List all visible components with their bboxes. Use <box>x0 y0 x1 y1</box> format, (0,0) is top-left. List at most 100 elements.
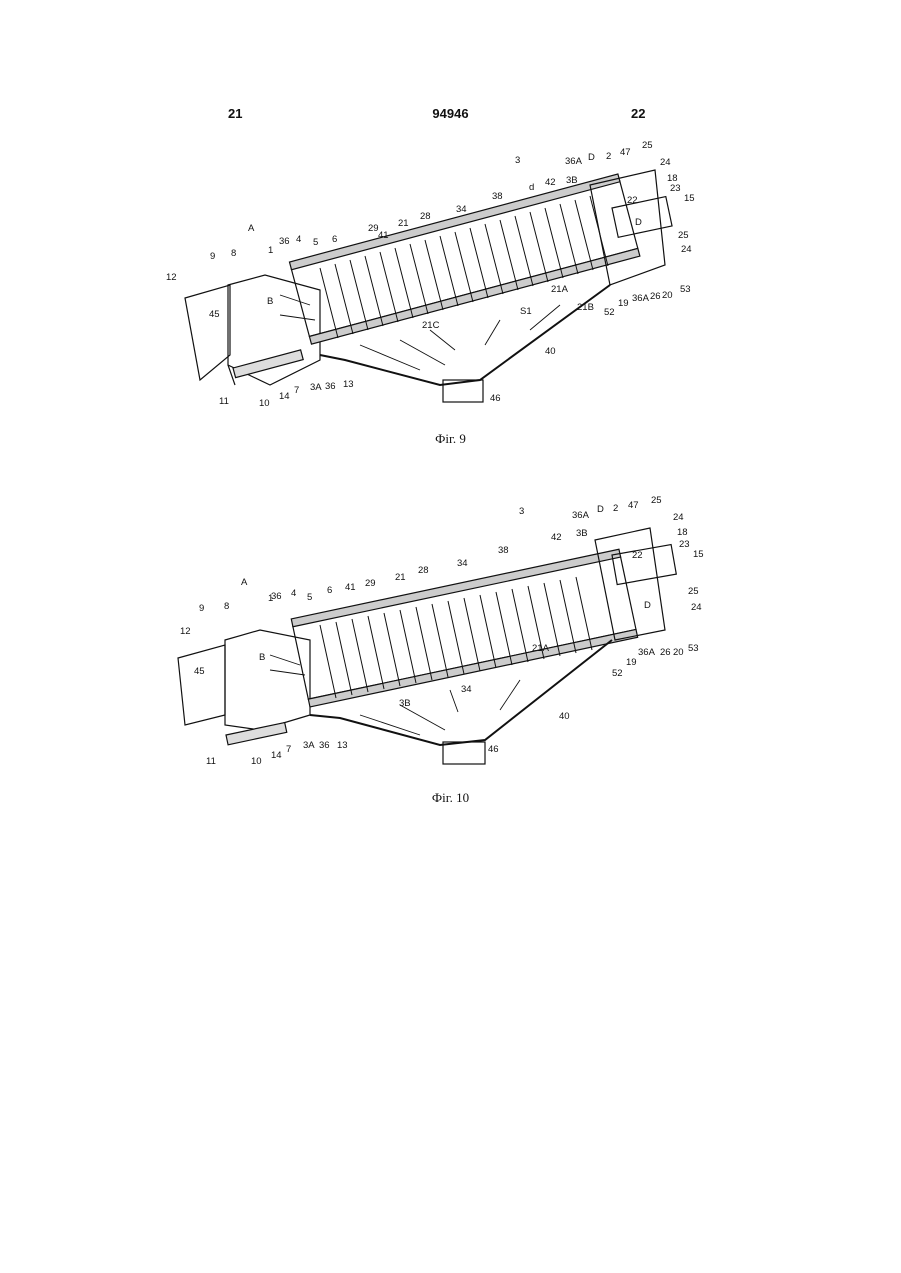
reference-numeral: 38 <box>498 545 509 556</box>
reference-numeral: 36A <box>638 647 656 658</box>
figure-9-caption: Фіг. 9 <box>0 431 901 447</box>
reference-numeral: 12 <box>166 272 177 283</box>
reference-numeral: 29 <box>368 223 379 234</box>
reference-numeral: D <box>588 152 595 163</box>
reference-numeral: 36 <box>319 740 330 751</box>
reference-numeral: 22 <box>632 550 643 561</box>
reference-numeral: 13 <box>337 740 348 751</box>
patent-number: 94946 <box>0 106 901 121</box>
reference-numeral: 21A <box>532 643 550 654</box>
reference-numeral: 7 <box>294 385 299 396</box>
reference-numeral: 20 <box>673 647 684 658</box>
reference-numeral: 18 <box>677 527 688 538</box>
reference-numeral: 21B <box>577 302 594 313</box>
reference-numeral: 5 <box>307 592 312 603</box>
reference-numeral: 21C <box>422 320 440 331</box>
reference-numeral: 6 <box>327 585 332 596</box>
reference-numeral: 45 <box>194 666 205 677</box>
reference-numeral: 3 <box>519 506 524 517</box>
reference-numeral: B <box>259 652 265 663</box>
reference-numeral: 3B <box>576 528 588 539</box>
reference-numeral: D <box>644 600 651 611</box>
page-number-right: 22 <box>631 106 645 121</box>
reference-numeral: 11 <box>206 756 216 767</box>
reference-numeral: 21 <box>398 218 409 229</box>
reference-numeral: 52 <box>612 668 623 679</box>
reference-numeral: 53 <box>688 643 699 654</box>
reference-numeral: 42 <box>551 532 562 543</box>
reference-numeral: 6 <box>332 234 337 245</box>
reference-numeral: 1 <box>268 593 273 604</box>
reference-numeral: 36A <box>565 156 583 167</box>
reference-numeral: 11 <box>219 396 229 407</box>
reference-numeral: 36 <box>325 381 336 392</box>
reference-numeral: 21A <box>551 284 569 295</box>
reference-numeral: 41 <box>345 582 356 593</box>
reference-numeral: 25 <box>642 140 653 151</box>
reference-numeral: 10 <box>259 398 270 409</box>
reference-numeral: 14 <box>279 391 290 402</box>
reference-numeral: 26 <box>650 291 661 302</box>
reference-numeral: 40 <box>545 346 556 357</box>
reference-numeral: 3A <box>303 740 315 751</box>
reference-numeral: 20 <box>662 290 673 301</box>
reference-numeral: 4 <box>296 234 301 245</box>
reference-numeral: 25 <box>688 586 699 597</box>
reference-numeral: 14 <box>271 750 282 761</box>
reference-numeral: 21 <box>395 572 406 583</box>
reference-numeral: 34 <box>456 204 467 215</box>
reference-numeral: D <box>597 504 604 515</box>
reference-numeral: 24 <box>691 602 702 613</box>
reference-numeral: 42 <box>545 177 556 188</box>
reference-numeral: 7 <box>286 744 291 755</box>
reference-numeral: 46 <box>490 393 501 404</box>
reference-numeral: 34 <box>461 684 472 695</box>
reference-numeral: 36 <box>279 236 290 247</box>
reference-numeral: 40 <box>559 711 570 722</box>
reference-numeral: S1 <box>520 306 532 317</box>
reference-numeral: 41 <box>378 230 389 241</box>
reference-numeral: 23 <box>679 539 690 550</box>
reference-numeral: 24 <box>681 244 692 255</box>
reference-numeral: d <box>529 182 534 193</box>
reference-numeral: 3 <box>515 155 520 166</box>
reference-numeral: 1 <box>268 245 273 256</box>
reference-numeral: 45 <box>209 309 220 320</box>
reference-numeral: 5 <box>313 237 318 248</box>
reference-numeral: 26 <box>660 647 671 658</box>
reference-numeral: 36A <box>572 510 590 521</box>
reference-numeral: 9 <box>210 251 215 262</box>
reference-numeral: 3B <box>399 698 411 709</box>
reference-numeral: B <box>267 296 273 307</box>
reference-numeral: 3B <box>566 175 578 186</box>
reference-numeral: 9 <box>199 603 204 614</box>
reference-numeral: 53 <box>680 284 691 295</box>
reference-numeral: 24 <box>660 157 671 168</box>
reference-numeral: 19 <box>626 657 637 668</box>
reference-numeral: 2 <box>613 503 618 514</box>
reference-numeral: 24 <box>673 512 684 523</box>
reference-numeral: 46 <box>488 744 499 755</box>
reference-numeral: 13 <box>343 379 354 390</box>
reference-numeral: 15 <box>684 193 695 204</box>
reference-numeral: 23 <box>670 183 681 194</box>
reference-numeral: 52 <box>604 307 615 318</box>
reference-numeral: 4 <box>291 588 296 599</box>
reference-numeral: 28 <box>420 211 431 222</box>
reference-numeral: 19 <box>618 298 629 309</box>
reference-numeral: 3A <box>310 382 322 393</box>
figure-10-drawing: 336AD2472524182315252453202636A195221A40… <box>0 490 901 810</box>
reference-numeral: 34 <box>457 558 468 569</box>
reference-numeral: 47 <box>620 147 631 158</box>
reference-numeral: 28 <box>418 565 429 576</box>
reference-numeral: 29 <box>365 578 376 589</box>
reference-numeral: 36A <box>632 293 650 304</box>
reference-numeral: 47 <box>628 500 639 511</box>
reference-numeral: 25 <box>678 230 689 241</box>
reference-numeral: 38 <box>492 191 503 202</box>
reference-numeral: 12 <box>180 626 191 637</box>
reference-numeral: D <box>635 217 642 228</box>
reference-numeral: 2 <box>606 151 611 162</box>
reference-numeral: 8 <box>231 248 236 259</box>
reference-numeral: 8 <box>224 601 229 612</box>
